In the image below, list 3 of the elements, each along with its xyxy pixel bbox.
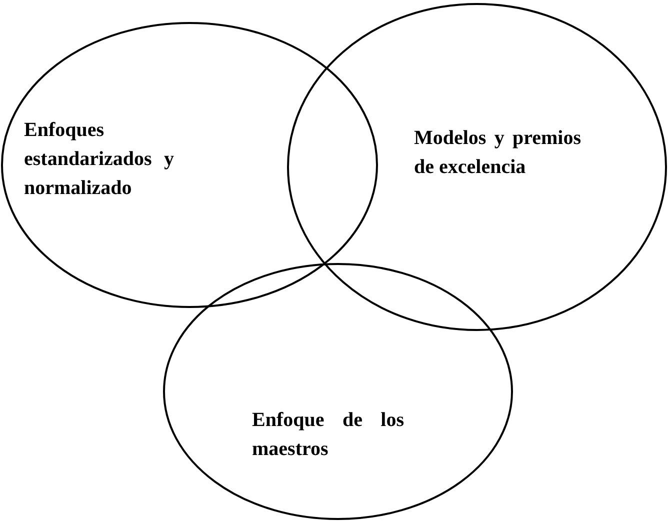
set-label: Enfoques estandarizados y normalizado (24, 118, 174, 201)
set-label: Modelos y premios de excelencia (414, 126, 581, 180)
set-label: Enfoque de los maestros (252, 408, 404, 462)
